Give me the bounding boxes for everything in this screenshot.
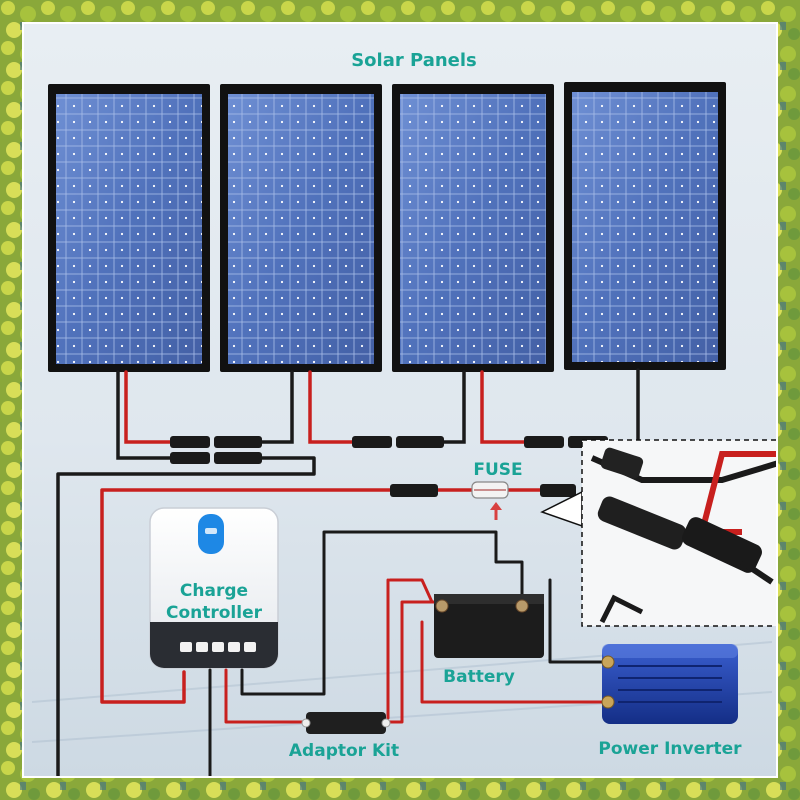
mc4-connector-icon bbox=[396, 436, 444, 448]
solar-panel-1 bbox=[48, 84, 210, 372]
wiring-diagram: Solar Panels bbox=[31, 50, 776, 776]
mc4-connector-icon bbox=[170, 436, 210, 448]
mc4-connector-icon bbox=[170, 452, 210, 464]
solar-panel-2 bbox=[220, 84, 382, 372]
mc4-connector-icon bbox=[214, 452, 262, 464]
controller-output-wires bbox=[208, 530, 604, 776]
battery-icon bbox=[434, 594, 544, 658]
solar-panel-3 bbox=[392, 84, 554, 372]
charge-controller-label-line1: Charge bbox=[180, 581, 248, 601]
solar-panels-label: Solar Panels bbox=[351, 50, 477, 71]
diagram-card: Solar Panels bbox=[22, 22, 778, 778]
controller-ports bbox=[180, 642, 256, 652]
power-inverter-icon bbox=[601, 644, 738, 724]
adaptor-kit-label: Adaptor Kit bbox=[289, 741, 399, 761]
mc4-connector-icon bbox=[214, 436, 262, 448]
mc4-connector-icon bbox=[540, 484, 576, 497]
panel-leads bbox=[116, 368, 640, 460]
mc4-connectors bbox=[170, 436, 608, 464]
fuse-label: FUSE bbox=[473, 460, 522, 480]
charge-controller-label-line2: Controller bbox=[166, 603, 263, 623]
power-inverter-label: Power Inverter bbox=[598, 739, 742, 759]
solar-panel-4 bbox=[564, 82, 726, 370]
up-arrow-icon bbox=[490, 502, 502, 520]
fuse-assembly bbox=[390, 481, 576, 499]
connector-closeup-inset bbox=[540, 439, 776, 627]
main-wires bbox=[56, 456, 544, 776]
mc4-connector-icon bbox=[390, 484, 438, 497]
adaptor-kit-icon bbox=[301, 712, 391, 734]
mc4-connector-icon bbox=[352, 436, 392, 448]
battery-label: Battery bbox=[443, 667, 515, 687]
charge-controller-icon bbox=[149, 507, 279, 669]
mc4-connector-icon bbox=[524, 436, 564, 448]
